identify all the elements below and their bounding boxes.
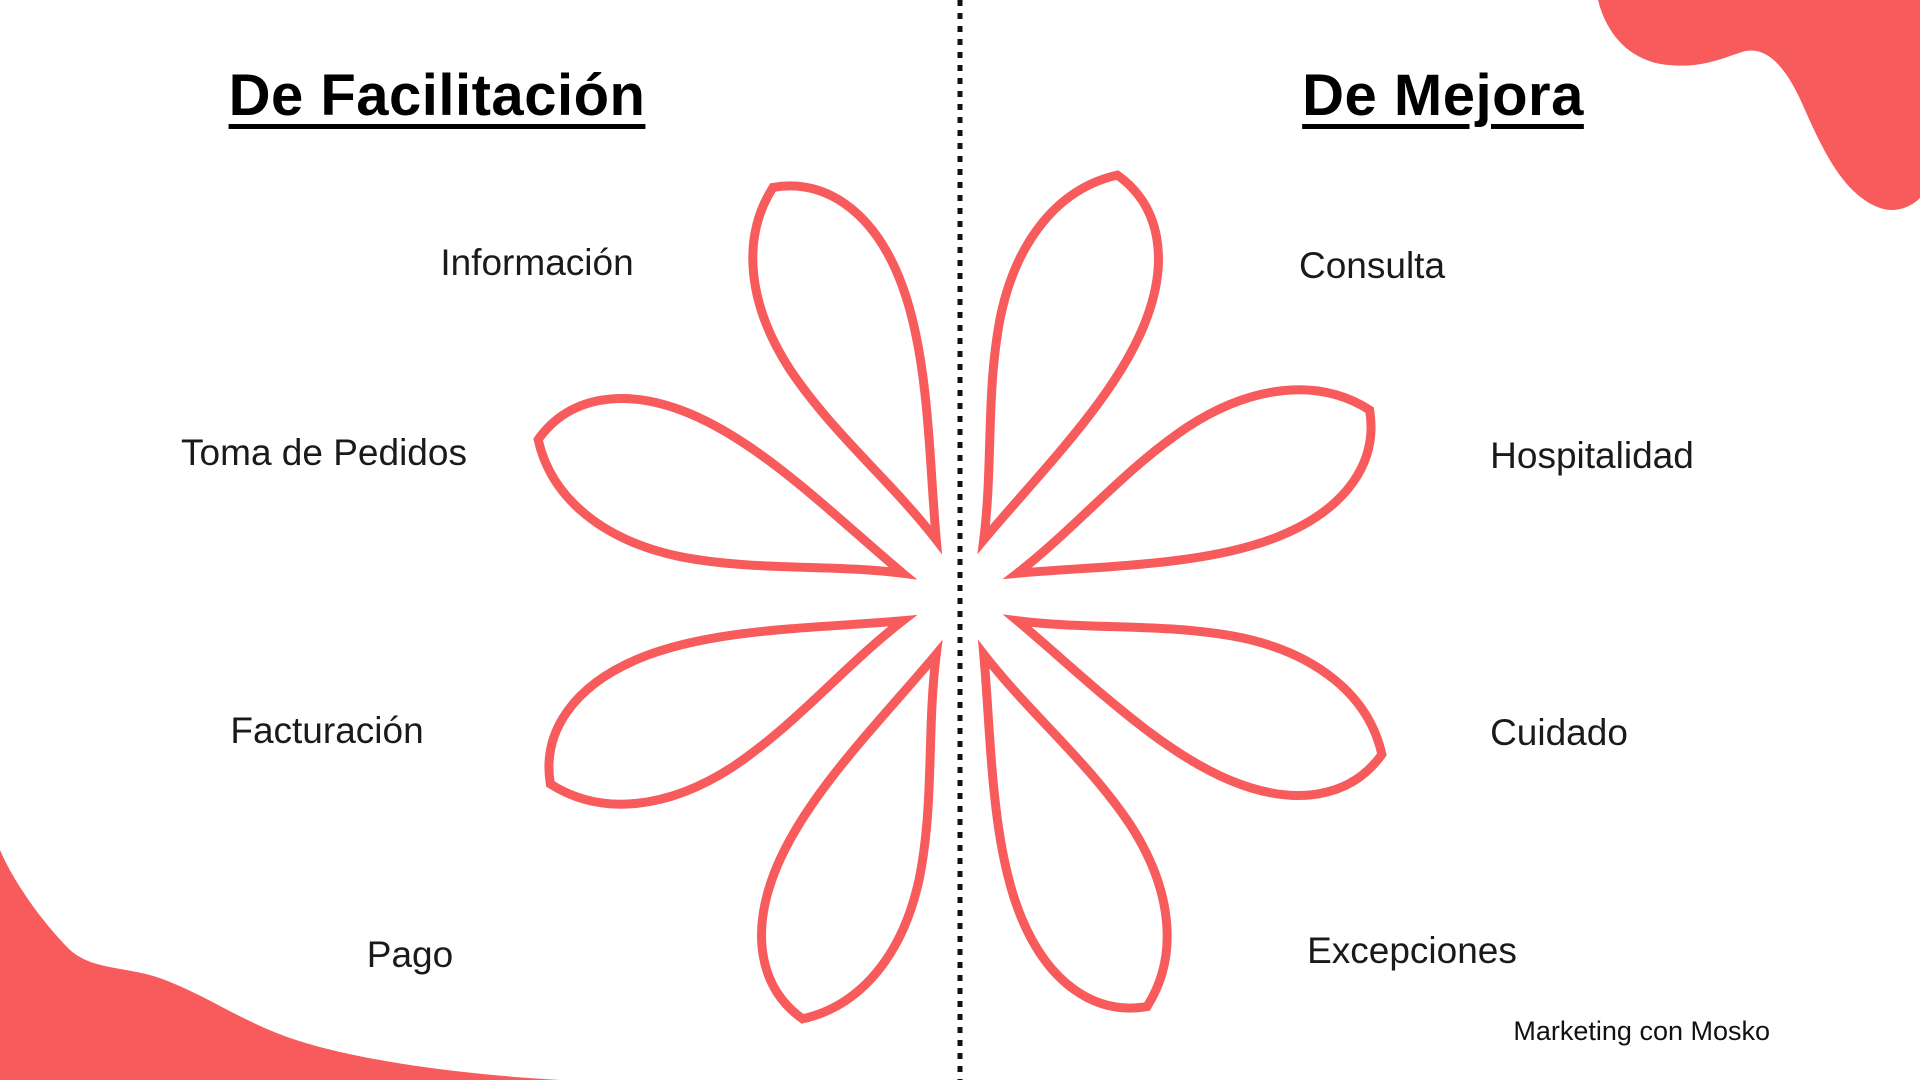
label-toma-de-pedidos: Toma de Pedidos	[181, 432, 467, 473]
petal-cuidado	[992, 552, 1404, 830]
petal-informacion	[719, 156, 997, 568]
credit-text: Marketing con Mosko	[1513, 1016, 1770, 1046]
label-cuidado: Cuidado	[1490, 712, 1628, 753]
petal-excepciones	[923, 626, 1201, 1038]
label-consulta: Consulta	[1298, 245, 1446, 286]
label-hospitalidad: Hospitalidad	[1490, 435, 1694, 476]
petal-toma-de-pedidos	[516, 364, 928, 642]
petal-hospitalidad	[989, 356, 1401, 634]
corner-blob-top-right	[1598, 0, 1920, 210]
petal-consulta	[915, 153, 1193, 565]
left-section-title: De Facilitación	[228, 63, 646, 128]
label-informacion: Información	[440, 242, 634, 283]
corner-blob-bottom-left	[0, 850, 560, 1080]
petal-facturacion	[519, 560, 931, 838]
label-facturacion: Facturación	[230, 710, 424, 751]
label-excepciones: Excepciones	[1307, 930, 1517, 971]
petal-pago	[727, 629, 1005, 1041]
label-pago: Pago	[366, 934, 454, 975]
right-section-title: De Mejora	[1302, 63, 1584, 128]
